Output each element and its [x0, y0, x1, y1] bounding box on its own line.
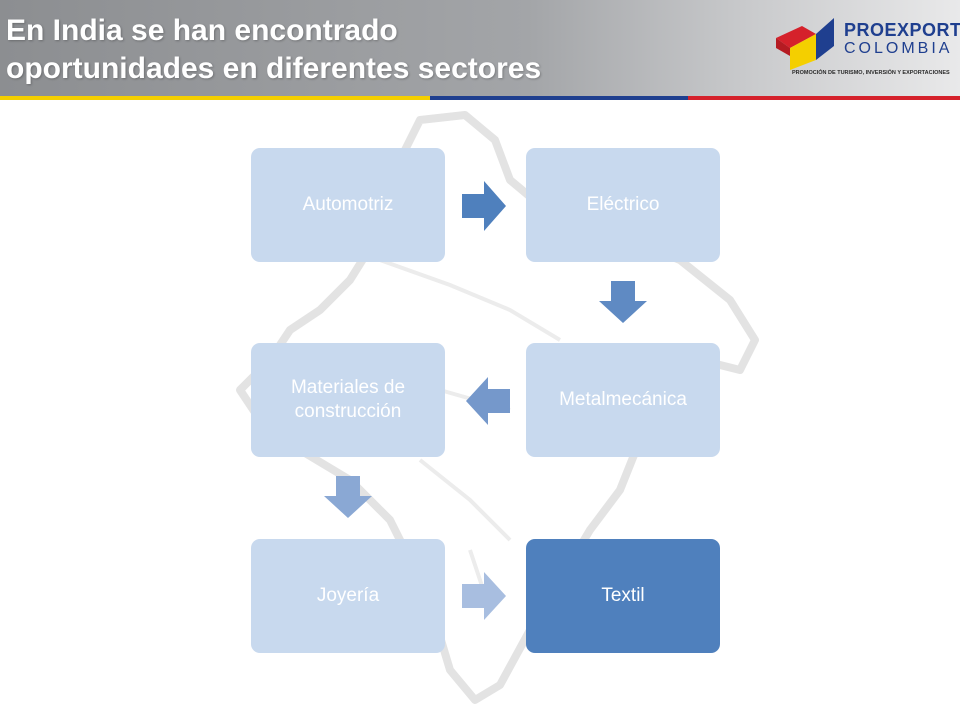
- node-metalmecanica-label: Metalmecánica: [559, 389, 687, 410]
- proexport-logo: PROEXPORT COLOMBIA PROMOCIÓN DE TURISMO,…: [772, 12, 960, 82]
- node-automotriz-label: Automotriz: [302, 194, 394, 215]
- slide-title: En India se han encontrado oportunidades…: [6, 12, 706, 88]
- node-materiales-label: Materiales de construcción: [290, 377, 406, 422]
- arrow-down-icon-1: [599, 281, 647, 323]
- stripe-red: [688, 96, 960, 100]
- logo-tagline: PROMOCIÓN DE TURISMO, INVERSIÓN Y EXPORT…: [792, 70, 950, 76]
- node-textil: Textil: [526, 539, 720, 653]
- stripe-blue: [430, 96, 688, 100]
- arrow-right-icon-2: [462, 572, 506, 620]
- slide-title-line-2: oportunidades en diferentes sectores: [6, 52, 542, 85]
- title-bar: En India se han encontrado oportunidades…: [0, 0, 960, 96]
- slide-title-line-1: En India se han encontrado: [6, 14, 398, 47]
- arrow-left-icon-1: [466, 377, 510, 425]
- logo-name-line-1: PROEXPORT: [844, 20, 960, 40]
- logo-name-line-2: COLOMBIA: [844, 40, 953, 57]
- arrow-down-icon-2: [324, 476, 372, 518]
- node-electrico-label: Eléctrico: [586, 194, 660, 215]
- arrow-right-icon-1: [462, 181, 506, 231]
- node-joyeria-label: Joyería: [316, 585, 380, 606]
- node-materiales-construccion: Materiales de construcción: [251, 343, 445, 457]
- node-electrico: Eléctrico: [526, 148, 720, 262]
- node-joyeria: Joyería: [251, 539, 445, 653]
- node-textil-label: Textil: [601, 585, 645, 606]
- logo-house-icon: [776, 18, 834, 70]
- node-metalmecanica: Metalmecánica: [526, 343, 720, 457]
- stripe-yellow: [0, 96, 430, 100]
- node-automotriz: Automotriz: [251, 148, 445, 262]
